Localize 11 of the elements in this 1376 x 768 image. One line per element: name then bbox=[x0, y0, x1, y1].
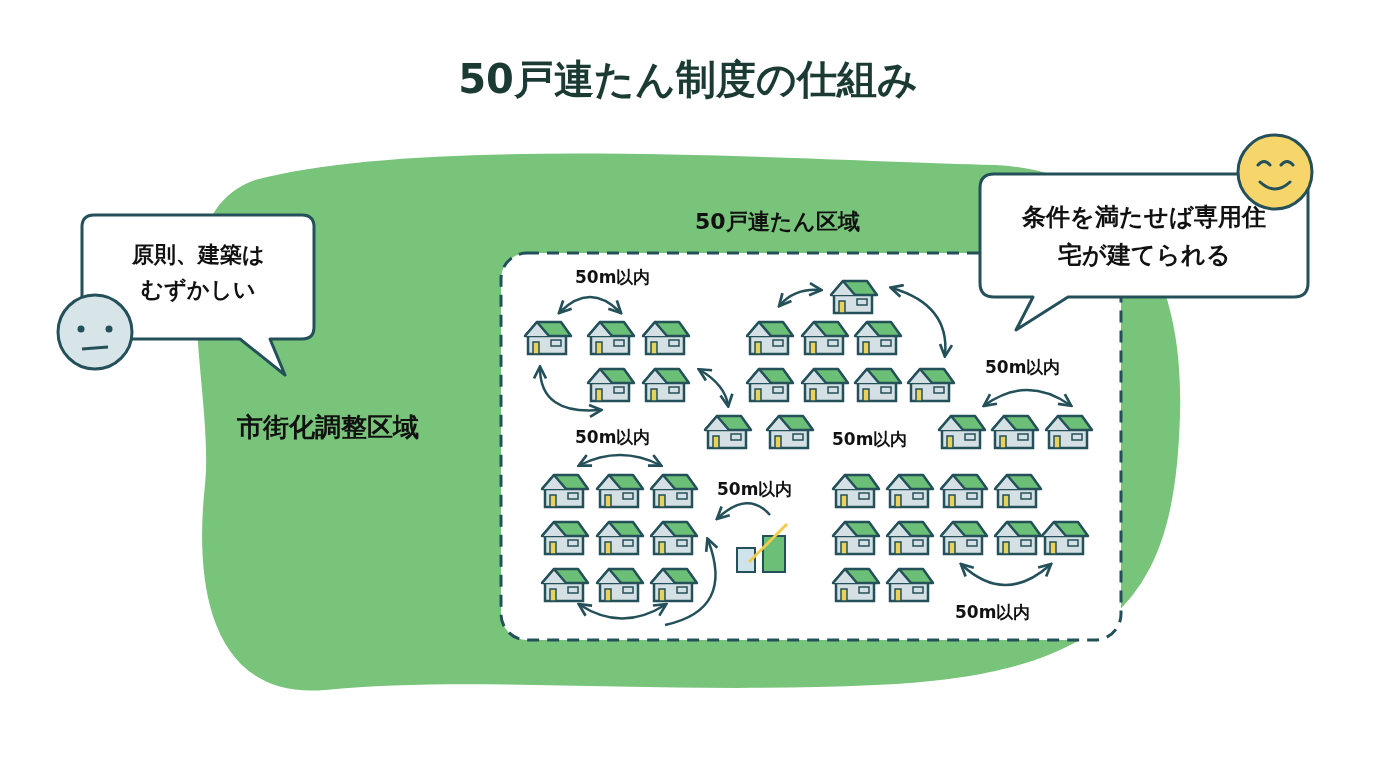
speech-text: 原則、建築はむずかしい bbox=[130, 241, 266, 305]
region-label: 市街化調整区域 bbox=[237, 411, 419, 444]
speech-text: 条件を満たせば専用住宅が建てられる bbox=[1021, 202, 1267, 272]
distance-label: 50m以内 bbox=[575, 426, 651, 449]
distance-label: 50m以内 bbox=[985, 356, 1061, 379]
distance-label: 50m以内 bbox=[717, 478, 793, 501]
title: 50戸連たん制度の仕組み bbox=[457, 55, 919, 104]
distance-label: 50m以内 bbox=[955, 601, 1031, 624]
area-heading: 50戸連たん区域 bbox=[695, 208, 860, 236]
distance-label: 50m以内 bbox=[832, 428, 908, 451]
distance-label: 50m以内 bbox=[575, 266, 651, 289]
